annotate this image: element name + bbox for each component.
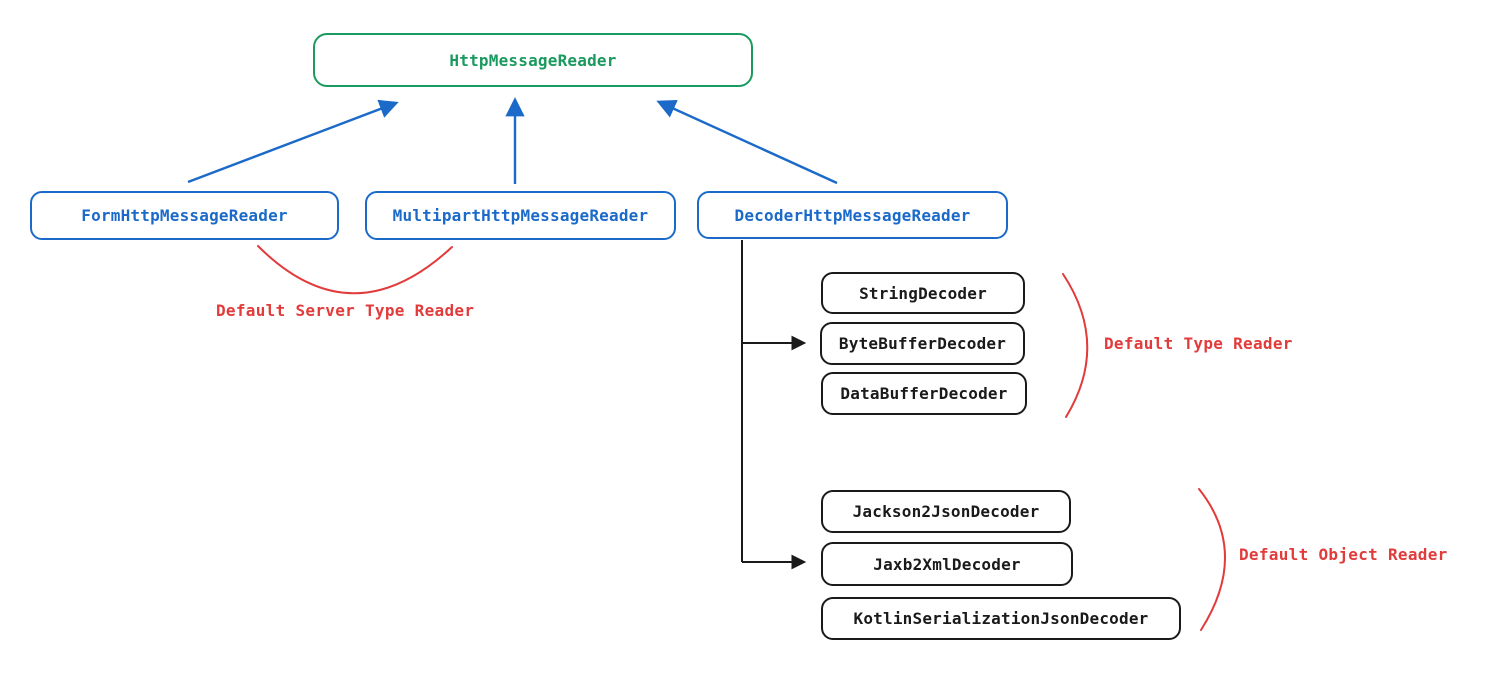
node-kotlin-serialization-json-decoder: KotlinSerializationJsonDecoder	[821, 597, 1181, 640]
node-jaxb2-xml-decoder: Jaxb2XmlDecoder	[821, 542, 1073, 586]
node-byte-buffer-decoder: ByteBufferDecoder	[820, 322, 1025, 365]
node-jackson2-json-decoder: Jackson2JsonDecoder	[821, 490, 1071, 533]
node-decoder-http-message-reader: DecoderHttpMessageReader	[697, 191, 1008, 239]
node-multipart-http-message-reader: MultipartHttpMessageReader	[365, 191, 676, 240]
node-data-buffer-decoder: DataBufferDecoder	[821, 372, 1027, 415]
label-default-server-type-reader: Default Server Type Reader	[216, 301, 475, 320]
label-default-type-reader: Default Type Reader	[1104, 334, 1293, 353]
node-http-message-reader: HttpMessageReader	[313, 33, 753, 87]
node-string-decoder: StringDecoder	[821, 272, 1025, 314]
type-reader-brace-curve	[1062, 273, 1089, 418]
inheritance-arrow-form-to-root	[187, 99, 399, 184]
server-type-reader-underbrace-curve	[257, 245, 453, 295]
node-form-http-message-reader: FormHttpMessageReader	[30, 191, 339, 240]
label-default-object-reader: Default Object Reader	[1239, 545, 1448, 564]
inheritance-arrow-decoder-to-root	[656, 100, 838, 185]
object-reader-brace-curve	[1198, 488, 1226, 631]
